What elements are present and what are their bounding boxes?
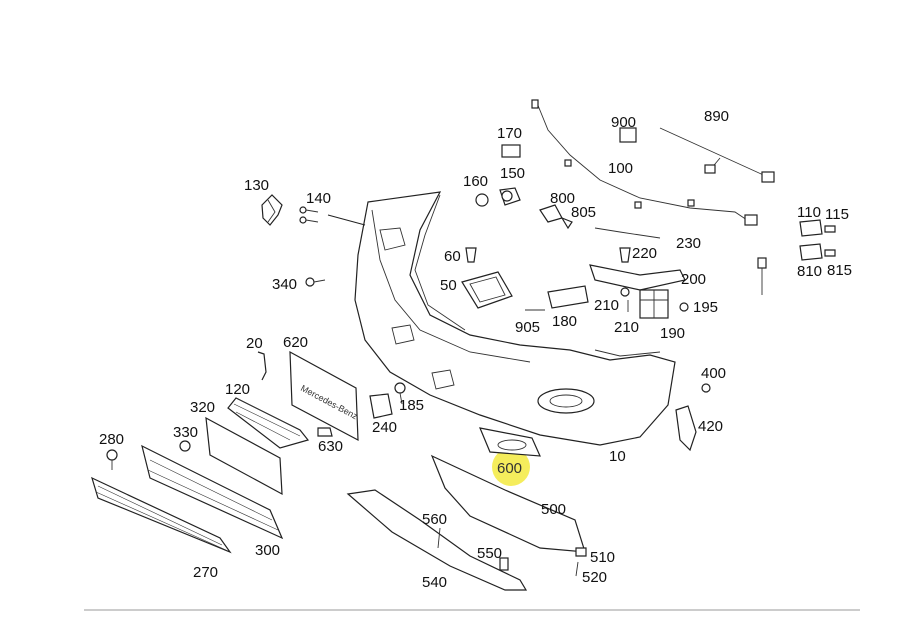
screw-part-195[interactable] — [679, 302, 689, 312]
label-815[interactable]: 815 — [827, 262, 852, 279]
sensor-part-810[interactable] — [799, 243, 823, 261]
label-230[interactable]: 230 — [676, 235, 701, 252]
screw-part-520[interactable] — [575, 561, 579, 577]
sensor-part-800[interactable] — [539, 204, 563, 223]
label-560[interactable]: 560 — [422, 511, 447, 528]
clip-part-330[interactable] — [179, 440, 191, 452]
trim-part-540[interactable] — [346, 489, 528, 591]
holder-part-170[interactable] — [501, 144, 521, 158]
grille-part-300[interactable] — [141, 444, 284, 540]
bracket-part-130[interactable] — [261, 194, 283, 226]
label-220[interactable]: 220 — [632, 245, 657, 262]
bracket-part-20[interactable] — [257, 351, 267, 381]
label-280[interactable]: 280 — [99, 431, 124, 448]
label-520[interactable]: 520 — [582, 569, 607, 586]
label-540[interactable]: 540 — [422, 574, 447, 591]
label-210b[interactable]: 210 — [614, 319, 639, 336]
arrow-to-bumper — [327, 214, 366, 226]
clip-part-220[interactable] — [619, 247, 631, 263]
license-plate-part-620[interactable]: Mercedes-Benz — [289, 350, 360, 442]
label-195[interactable]: 195 — [693, 299, 718, 316]
wiring-harness-part-100[interactable] — [531, 99, 758, 226]
screw-part-210a[interactable] — [620, 287, 630, 297]
label-200[interactable]: 200 — [681, 271, 706, 288]
label-170[interactable]: 170 — [497, 125, 522, 142]
cable-part-230[interactable] — [594, 227, 661, 239]
label-600-highlighted[interactable]: 600 — [497, 460, 522, 477]
label-810[interactable]: 810 — [797, 263, 822, 280]
label-300[interactable]: 300 — [255, 542, 280, 559]
screw-part-185[interactable] — [394, 382, 406, 405]
label-160[interactable]: 160 — [463, 173, 488, 190]
label-420[interactable]: 420 — [698, 418, 723, 435]
module-part-180[interactable] — [547, 285, 589, 309]
label-890[interactable]: 890 — [704, 108, 729, 125]
label-190[interactable]: 190 — [660, 325, 685, 342]
part-labels: 130 140 340 170 150 160 60 50 800 805 90… — [99, 108, 852, 591]
connector-part-900[interactable] — [619, 127, 637, 143]
wiring-part-890[interactable] — [659, 127, 775, 183]
clip-part-60[interactable] — [465, 247, 477, 263]
label-10[interactable]: 10 — [609, 448, 626, 465]
label-905[interactable]: 905 — [515, 319, 540, 336]
label-330[interactable]: 330 — [173, 424, 198, 441]
module-part-190[interactable] — [639, 289, 669, 319]
cover-part-600[interactable] — [479, 427, 541, 457]
clip-part-550[interactable] — [499, 557, 509, 571]
label-500[interactable]: 500 — [541, 501, 566, 518]
label-100[interactable]: 100 — [608, 160, 633, 177]
cover-part-240[interactable] — [369, 393, 393, 419]
label-110[interactable]: 110 — [797, 204, 821, 221]
label-130[interactable]: 130 — [244, 177, 269, 194]
label-150[interactable]: 150 — [500, 165, 525, 182]
sensor-part-110[interactable] — [799, 219, 823, 237]
plug-part-805[interactable] — [560, 216, 573, 230]
spoiler-part-500[interactable] — [430, 454, 586, 553]
label-180[interactable]: 180 — [552, 313, 577, 330]
clip-part-560[interactable] — [437, 527, 441, 549]
label-340[interactable]: 340 — [272, 276, 297, 293]
label-185[interactable]: 185 — [399, 397, 424, 414]
label-805[interactable]: 805 — [571, 204, 596, 221]
screw-part-340[interactable] — [305, 277, 326, 287]
bracket-part-200[interactable] — [589, 264, 686, 291]
clip-part-815[interactable] — [824, 249, 836, 257]
bumper-cover-part-10[interactable] — [354, 191, 676, 446]
clip-part-510[interactable] — [575, 547, 587, 557]
label-900[interactable]: 900 — [611, 114, 636, 131]
antenna-rod — [757, 257, 767, 295]
label-630[interactable]: 630 — [318, 438, 343, 455]
screw-part-400[interactable] — [701, 383, 711, 393]
ring-part-160[interactable] — [475, 193, 489, 207]
grille-part-120[interactable] — [227, 397, 310, 449]
label-240[interactable]: 240 — [372, 419, 397, 436]
grille-part-270[interactable] — [91, 476, 232, 554]
label-60[interactable]: 60 — [444, 248, 461, 265]
clip-part-115[interactable] — [824, 225, 836, 233]
label-320[interactable]: 320 — [190, 399, 215, 416]
label-270[interactable]: 270 — [193, 564, 218, 581]
label-210a[interactable]: 210 — [594, 297, 619, 314]
label-550[interactable]: 550 — [477, 545, 502, 562]
frame-part-50[interactable] — [461, 271, 513, 309]
label-140[interactable]: 140 — [306, 190, 331, 207]
screw-part-280[interactable] — [106, 449, 118, 470]
label-50[interactable]: 50 — [440, 277, 457, 294]
clips-part-140[interactable] — [299, 206, 319, 224]
sensor-part-150[interactable] — [499, 187, 521, 206]
label-800[interactable]: 800 — [550, 190, 575, 207]
label-115[interactable]: 115 — [825, 206, 849, 223]
bracket-part-420[interactable] — [675, 405, 697, 452]
label-400[interactable]: 400 — [701, 365, 726, 382]
label-510[interactable]: 510 — [590, 549, 615, 566]
screw-part-630[interactable] — [317, 427, 333, 437]
label-120[interactable]: 120 — [225, 381, 250, 398]
label-20[interactable]: 20 — [246, 335, 263, 352]
holder-part-320[interactable] — [205, 416, 283, 496]
highlight-marker — [492, 448, 530, 486]
label-620[interactable]: 620 — [283, 334, 308, 351]
